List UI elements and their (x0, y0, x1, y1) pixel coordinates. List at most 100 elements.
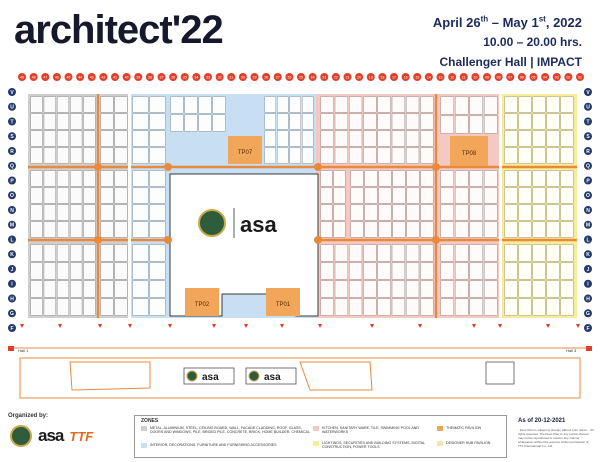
svg-text:33: 33 (206, 76, 210, 80)
svg-text:16: 16 (404, 76, 408, 80)
svg-text:15: 15 (415, 76, 419, 80)
kiosk (485, 361, 515, 385)
svg-text:S: S (10, 134, 14, 140)
booth (114, 221, 128, 238)
svg-text:35: 35 (183, 76, 187, 80)
booth (363, 113, 377, 130)
booth (484, 187, 498, 204)
zone-divider-right (499, 94, 502, 318)
booth (363, 298, 377, 316)
booth (277, 113, 289, 130)
booth (363, 244, 377, 262)
row-label: Q (8, 161, 16, 170)
booth (546, 244, 560, 262)
booth (377, 130, 391, 147)
svg-text:T: T (10, 119, 13, 125)
svg-text:18: 18 (380, 76, 384, 80)
booth (83, 298, 96, 316)
booth (391, 298, 405, 316)
booth (30, 130, 43, 147)
booth (170, 114, 184, 132)
svg-text:29: 29 (253, 76, 257, 80)
column-label: 39 (134, 73, 143, 81)
booth (364, 204, 378, 221)
lounge-left (69, 361, 151, 391)
booth (333, 204, 346, 221)
booth (455, 170, 469, 187)
zone-swatch (437, 441, 443, 446)
row-label: J (584, 265, 592, 273)
booth (334, 113, 348, 130)
row-label: P (584, 176, 592, 185)
booth (532, 262, 546, 280)
booth (184, 114, 198, 132)
svg-text:28: 28 (264, 76, 268, 80)
booth (289, 113, 301, 130)
booth (57, 221, 69, 238)
booth (350, 221, 364, 238)
row-label: H (584, 294, 592, 303)
booth (420, 187, 434, 204)
booth (43, 280, 56, 298)
booth (560, 187, 574, 204)
pavilion-tp08-label: TP08 (462, 151, 477, 157)
column-label: 05 (529, 73, 538, 81)
booth (469, 115, 483, 134)
svg-text:44: 44 (78, 76, 82, 80)
booth (560, 113, 574, 130)
column-label: 35 (180, 73, 189, 81)
svg-text:01: 01 (578, 76, 582, 80)
booth (100, 96, 114, 113)
booth (149, 244, 166, 262)
bottom-brand-1: asa (202, 372, 219, 383)
booth (406, 147, 420, 164)
booth (455, 244, 469, 262)
booth (70, 113, 83, 130)
booth (57, 244, 69, 262)
svg-text:09: 09 (485, 76, 489, 80)
organizer-logos: asa TTF (10, 425, 93, 447)
booth (377, 147, 391, 164)
column-label: 13 (436, 73, 445, 81)
booth (320, 113, 334, 130)
event-venue: Challenger Hall | IMPACT (439, 54, 583, 69)
booth (546, 262, 560, 280)
booth (391, 96, 405, 113)
booth (320, 221, 333, 238)
booth (406, 130, 420, 147)
row-label: R (8, 147, 16, 155)
svg-text:43: 43 (90, 76, 94, 80)
booth (532, 221, 546, 238)
booth (100, 244, 114, 262)
booth (406, 262, 420, 280)
row-label: O (8, 191, 16, 200)
booth (484, 221, 498, 238)
booth (43, 298, 56, 316)
booth (377, 113, 391, 130)
svg-text:F: F (10, 326, 13, 332)
booth (149, 298, 166, 316)
booth (406, 280, 420, 298)
zone-legend-item: INTERIOR, DECORATIONS, FURNITURE AND FUR… (141, 443, 311, 448)
entrance-marker (168, 324, 172, 328)
booth (212, 114, 226, 132)
zone-legend-item: DESIGNER HUB PAVILION (437, 441, 502, 446)
column-label: 36 (169, 73, 178, 81)
booth (114, 147, 128, 164)
booth (43, 221, 56, 238)
column-label: 25 (297, 73, 305, 81)
column-label: 44 (76, 73, 85, 81)
booth (532, 280, 546, 298)
booth (83, 170, 96, 187)
booth (70, 262, 83, 280)
booth (518, 96, 532, 113)
column-label: 22 (331, 73, 340, 81)
booth (149, 147, 166, 164)
booth (83, 187, 96, 204)
entrance-markers (20, 324, 580, 328)
svg-text:N: N (10, 208, 14, 214)
booth (532, 204, 546, 221)
hall-entrance-right (586, 346, 592, 351)
booth (198, 114, 212, 132)
